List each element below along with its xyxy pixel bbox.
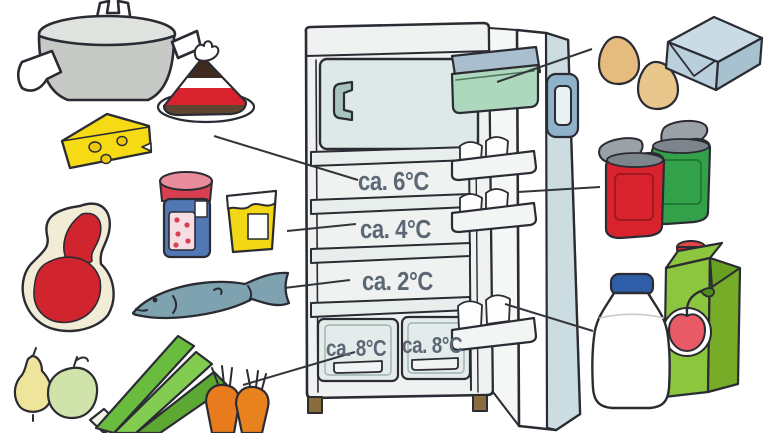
temp-label-drawer-left: ca. 8°C bbox=[326, 336, 386, 361]
jam-jar bbox=[159, 171, 213, 259]
eggs bbox=[597, 35, 680, 111]
yellow-cup bbox=[225, 189, 278, 254]
juice-carton bbox=[662, 240, 742, 399]
connector-fish-to-shelf-2c bbox=[275, 279, 351, 290]
door-shelf-bottom bbox=[450, 294, 538, 352]
apple bbox=[46, 356, 99, 420]
meat bbox=[21, 202, 115, 333]
butter-pack bbox=[664, 15, 764, 92]
freezer-door bbox=[318, 57, 480, 151]
temp-label-6c: ca. 6°C bbox=[358, 167, 429, 196]
freezer-door-handle bbox=[332, 80, 354, 122]
carrots bbox=[204, 365, 270, 433]
vegetable-drawer-left bbox=[316, 317, 400, 383]
connector-cake-to-shelf-6c bbox=[213, 135, 359, 181]
cheese-wedge bbox=[60, 112, 153, 170]
connector-jar-to-shelf-4c bbox=[286, 223, 357, 232]
connector-doorshelf-to-cans bbox=[517, 186, 601, 193]
leek bbox=[88, 334, 230, 433]
temp-label-2c: ca. 2°C bbox=[362, 267, 433, 296]
shelf-4c bbox=[310, 242, 471, 264]
door-shelf-top bbox=[450, 136, 538, 182]
cooking-pot bbox=[16, 0, 203, 102]
connector-vegetables-to-drawer bbox=[242, 351, 356, 386]
pear bbox=[13, 347, 53, 422]
fish bbox=[131, 271, 291, 320]
fridge-body bbox=[304, 21, 495, 414]
fridge-foot-left bbox=[307, 396, 323, 414]
door-butter-compartment bbox=[450, 45, 542, 115]
fridge-foot-right bbox=[472, 394, 488, 412]
door-handle bbox=[545, 72, 580, 139]
temp-label-4c: ca. 4°C bbox=[360, 215, 431, 244]
temperature-labels: ca. 6°C ca. 4°C ca. 2°C ca. 8°C ca. 8°C bbox=[326, 167, 463, 361]
connector-doortop-to-eggs bbox=[496, 48, 593, 83]
connector-doorshelf-to-milk bbox=[504, 303, 594, 332]
milk-bottle bbox=[591, 272, 671, 410]
temp-label-drawer-right: ca. 8°C bbox=[402, 333, 462, 358]
door-shelves bbox=[450, 45, 542, 352]
opened-cans bbox=[598, 120, 712, 240]
connector-lines bbox=[213, 48, 601, 386]
door-shelf-middle bbox=[450, 188, 538, 234]
